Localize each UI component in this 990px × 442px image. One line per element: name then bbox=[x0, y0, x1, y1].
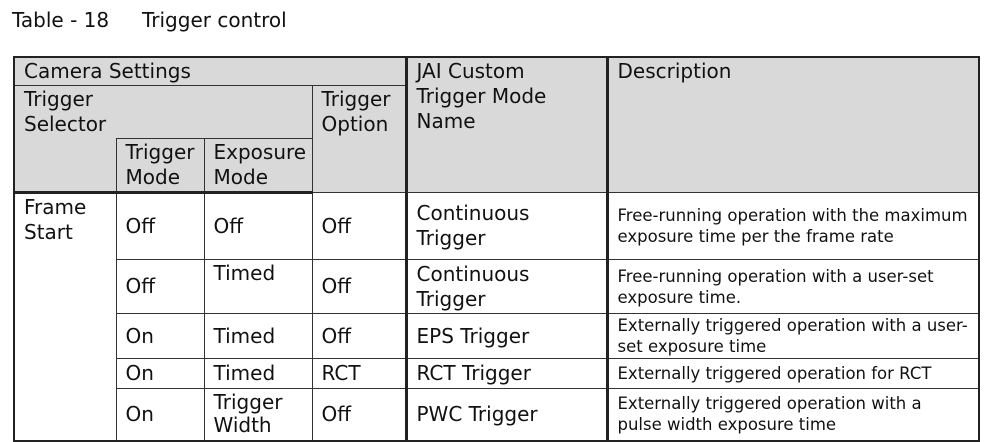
table-number: Table - 18 bbox=[12, 8, 110, 32]
cell-trigger-option: Off bbox=[311, 259, 407, 314]
cell-jai-name: Continuous Trigger bbox=[404, 259, 609, 314]
header-trigger-mode: Trigger Mode bbox=[115, 138, 205, 194]
header-camera-settings: Camera Settings bbox=[13, 56, 407, 86]
cell-jai-name: Continuous Trigger bbox=[404, 192, 609, 260]
header-exposure-mode: Exposure Mode bbox=[203, 138, 313, 194]
trigger-control-table: Camera Settings JAI Custom Trigger Mode … bbox=[13, 56, 980, 442]
cell-trigger-option: Off bbox=[311, 192, 407, 260]
cell-description: Free-running operation with a user-set e… bbox=[606, 259, 980, 314]
cell-trigger-mode: Off bbox=[115, 192, 205, 260]
cell-exposure-mode: Trigger Width bbox=[203, 388, 313, 441]
table-caption: Table - 18 Trigger control bbox=[12, 8, 287, 32]
table-row: On Timed Off EPS Trigger Externally trig… bbox=[14, 313, 980, 359]
cell-jai-name: EPS Trigger bbox=[404, 313, 609, 359]
cell-trigger-option: Off bbox=[311, 313, 407, 359]
cell-exposure-mode: Timed bbox=[203, 259, 313, 314]
cell-trigger-mode: On bbox=[115, 388, 205, 441]
table-title: Trigger control bbox=[142, 8, 287, 32]
cell-trigger-mode: Off bbox=[115, 259, 205, 314]
cell-jai-name: PWC Trigger bbox=[404, 388, 609, 441]
table-row: Off Timed Off Continuous Trigger Free-ru… bbox=[14, 259, 980, 314]
cell-trigger-selector: Frame Start bbox=[13, 192, 117, 441]
table-row: Frame Start Off Off Off Continuous Trigg… bbox=[13, 192, 980, 441]
cell-trigger-mode: On bbox=[115, 313, 205, 359]
cell-description: Free-running operation with the maximum … bbox=[606, 192, 980, 260]
cell-trigger-mode: On bbox=[115, 358, 205, 389]
header-trigger-option: Trigger Option bbox=[311, 85, 407, 193]
header-selector-spacer bbox=[13, 138, 117, 194]
table-row: On Trigger Width Off PWC Trigger Externa… bbox=[14, 388, 980, 441]
cell-exposure-mode: Timed bbox=[203, 313, 313, 359]
cell-description: Externally triggered operation for RCT bbox=[606, 358, 980, 389]
header-description: Description bbox=[606, 56, 980, 193]
header-jai-custom-name: JAI Custom Trigger Mode Name bbox=[404, 56, 609, 193]
cell-exposure-mode: Timed bbox=[203, 358, 313, 389]
header-trigger-selector-top: Trigger Selector bbox=[13, 85, 313, 139]
cell-exposure-mode: Off bbox=[203, 192, 313, 260]
cell-description: Externally triggered operation with a us… bbox=[606, 313, 980, 359]
cell-trigger-option: Off bbox=[311, 388, 407, 441]
table-row: On Timed RCT RCT Trigger Externally trig… bbox=[14, 358, 980, 389]
header-trigger-selector: Trigger Selector bbox=[24, 87, 107, 136]
cell-trigger-option: RCT bbox=[311, 358, 407, 389]
cell-jai-name: RCT Trigger bbox=[404, 358, 609, 389]
